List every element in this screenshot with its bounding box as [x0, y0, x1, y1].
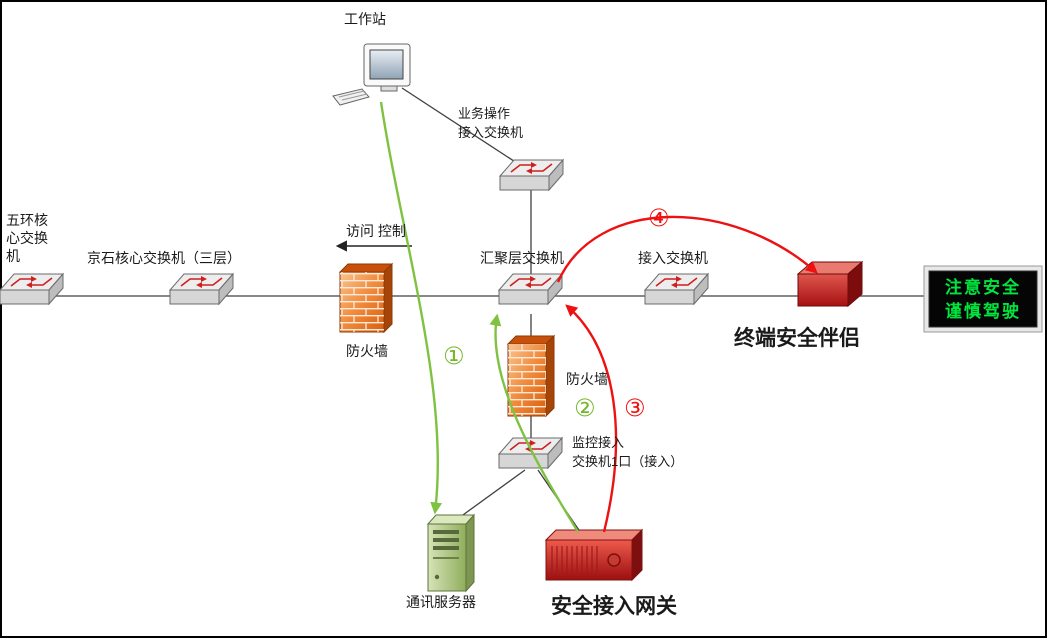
- flow-arrows: [379, 101, 818, 533]
- firewall-icon-2: [506, 334, 556, 418]
- flow-arrow-2-green: [489, 313, 580, 533]
- step-number-2: ②: [574, 395, 596, 422]
- switch-icon-aggregation: [498, 273, 563, 305]
- workstation-to-biz-switch-line: [401, 87, 524, 168]
- connector-lines: [30, 87, 927, 537]
- flow-arrow-3-red: [565, 304, 618, 533]
- step-number-4: ④: [648, 205, 670, 232]
- flow-arrow-4-red: [556, 215, 818, 283]
- label-monitor-switch-1: 监控接入: [572, 435, 624, 450]
- label-aggregation-switch: 汇聚层交换机: [480, 250, 564, 266]
- monitor-to-server-line: [455, 469, 526, 521]
- label-monitor-switch-2: 交换机1口（接入）: [572, 454, 683, 469]
- label-access-control: 访问 控制: [346, 223, 406, 239]
- firewall-icon-1: [338, 262, 394, 334]
- led-line-2: 谨慎驾驶: [945, 301, 1021, 322]
- workstation-icon: [332, 43, 411, 106]
- label-gateway: 安全接入网关: [551, 594, 677, 618]
- gateway-icon: [544, 528, 644, 582]
- label-terminal-companion: 终端安全伴侣: [734, 326, 860, 350]
- switch-icon-monitor: [498, 437, 563, 469]
- switch-icon-access: [644, 273, 709, 305]
- switch-icon-jingshi: [169, 273, 234, 305]
- switch-icon-core-left: [0, 273, 64, 305]
- led-line-1: 注意安全: [945, 277, 1021, 298]
- led-sign: 注意安全 谨慎驾驶: [923, 265, 1043, 333]
- label-firewall-2: 防火墙: [566, 371, 608, 387]
- flow-arrow-1-green: [379, 101, 443, 515]
- label-comm-server: 通讯服务器: [406, 594, 476, 610]
- label-core-left-3: 机: [6, 248, 20, 264]
- label-core-left-1: 五环核: [6, 212, 48, 228]
- label-firewall-1: 防火墙: [346, 343, 388, 359]
- label-workstation: 工作站: [344, 11, 386, 27]
- label-biz-switch-2: 接入交换机: [458, 125, 523, 140]
- step-number-1: ①: [443, 343, 465, 370]
- step-number-3: ③: [624, 395, 646, 422]
- label-biz-switch-1: 业务操作: [458, 106, 510, 121]
- label-core-left-2: 心交换: [6, 230, 48, 246]
- server-icon: [426, 513, 476, 593]
- label-jingshi-core: 京石核心交换机（三层）: [87, 250, 241, 266]
- label-access-switch: 接入交换机: [638, 250, 708, 266]
- switch-icon-biz-access: [499, 159, 564, 191]
- terminal-box-icon: [796, 260, 864, 308]
